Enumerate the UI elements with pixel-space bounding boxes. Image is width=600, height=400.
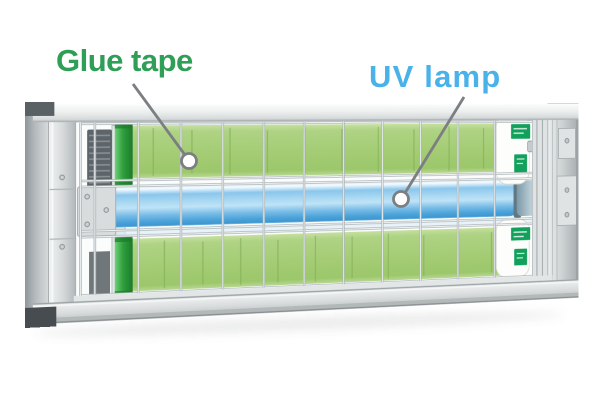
top-frame-bar bbox=[25, 102, 578, 122]
vent-block bbox=[87, 129, 112, 193]
bottom-frame-bar bbox=[25, 275, 578, 328]
tape-takeup-block bbox=[89, 251, 111, 296]
left-side-face bbox=[25, 106, 49, 325]
screw bbox=[565, 138, 569, 143]
insect-trap-device bbox=[25, 102, 579, 328]
insect-trap-drawing bbox=[25, 102, 579, 328]
screw bbox=[565, 188, 569, 193]
tape-roll-bottom bbox=[496, 219, 531, 277]
glue-tape-roller-top bbox=[114, 123, 133, 187]
glue-tape-sticker bbox=[510, 123, 530, 139]
glue-tape-roller-bottom bbox=[114, 236, 133, 297]
screw bbox=[85, 222, 90, 227]
lamp-bracket-left bbox=[78, 186, 116, 236]
bracket-plate bbox=[557, 176, 577, 226]
right-frame-column bbox=[548, 104, 579, 299]
screw bbox=[104, 208, 109, 213]
glue-tape-sticker bbox=[510, 226, 530, 241]
lamp-reflection bbox=[117, 216, 550, 238]
glue-tape-label: Glue tape bbox=[56, 43, 193, 78]
screw bbox=[565, 212, 569, 217]
glue-tape-band-bottom bbox=[132, 226, 514, 292]
top-left-cap bbox=[25, 102, 55, 117]
screw bbox=[85, 194, 90, 199]
screw bbox=[60, 175, 65, 180]
left-frame-column bbox=[49, 106, 76, 323]
bottom-left-foot bbox=[25, 306, 57, 328]
glue-tape-sticker bbox=[514, 248, 528, 266]
screw bbox=[60, 244, 65, 249]
glue-tape-band-top bbox=[132, 123, 514, 178]
right-inner-rails bbox=[532, 118, 547, 281]
uv-lamp-label: UV lamp bbox=[369, 59, 501, 94]
